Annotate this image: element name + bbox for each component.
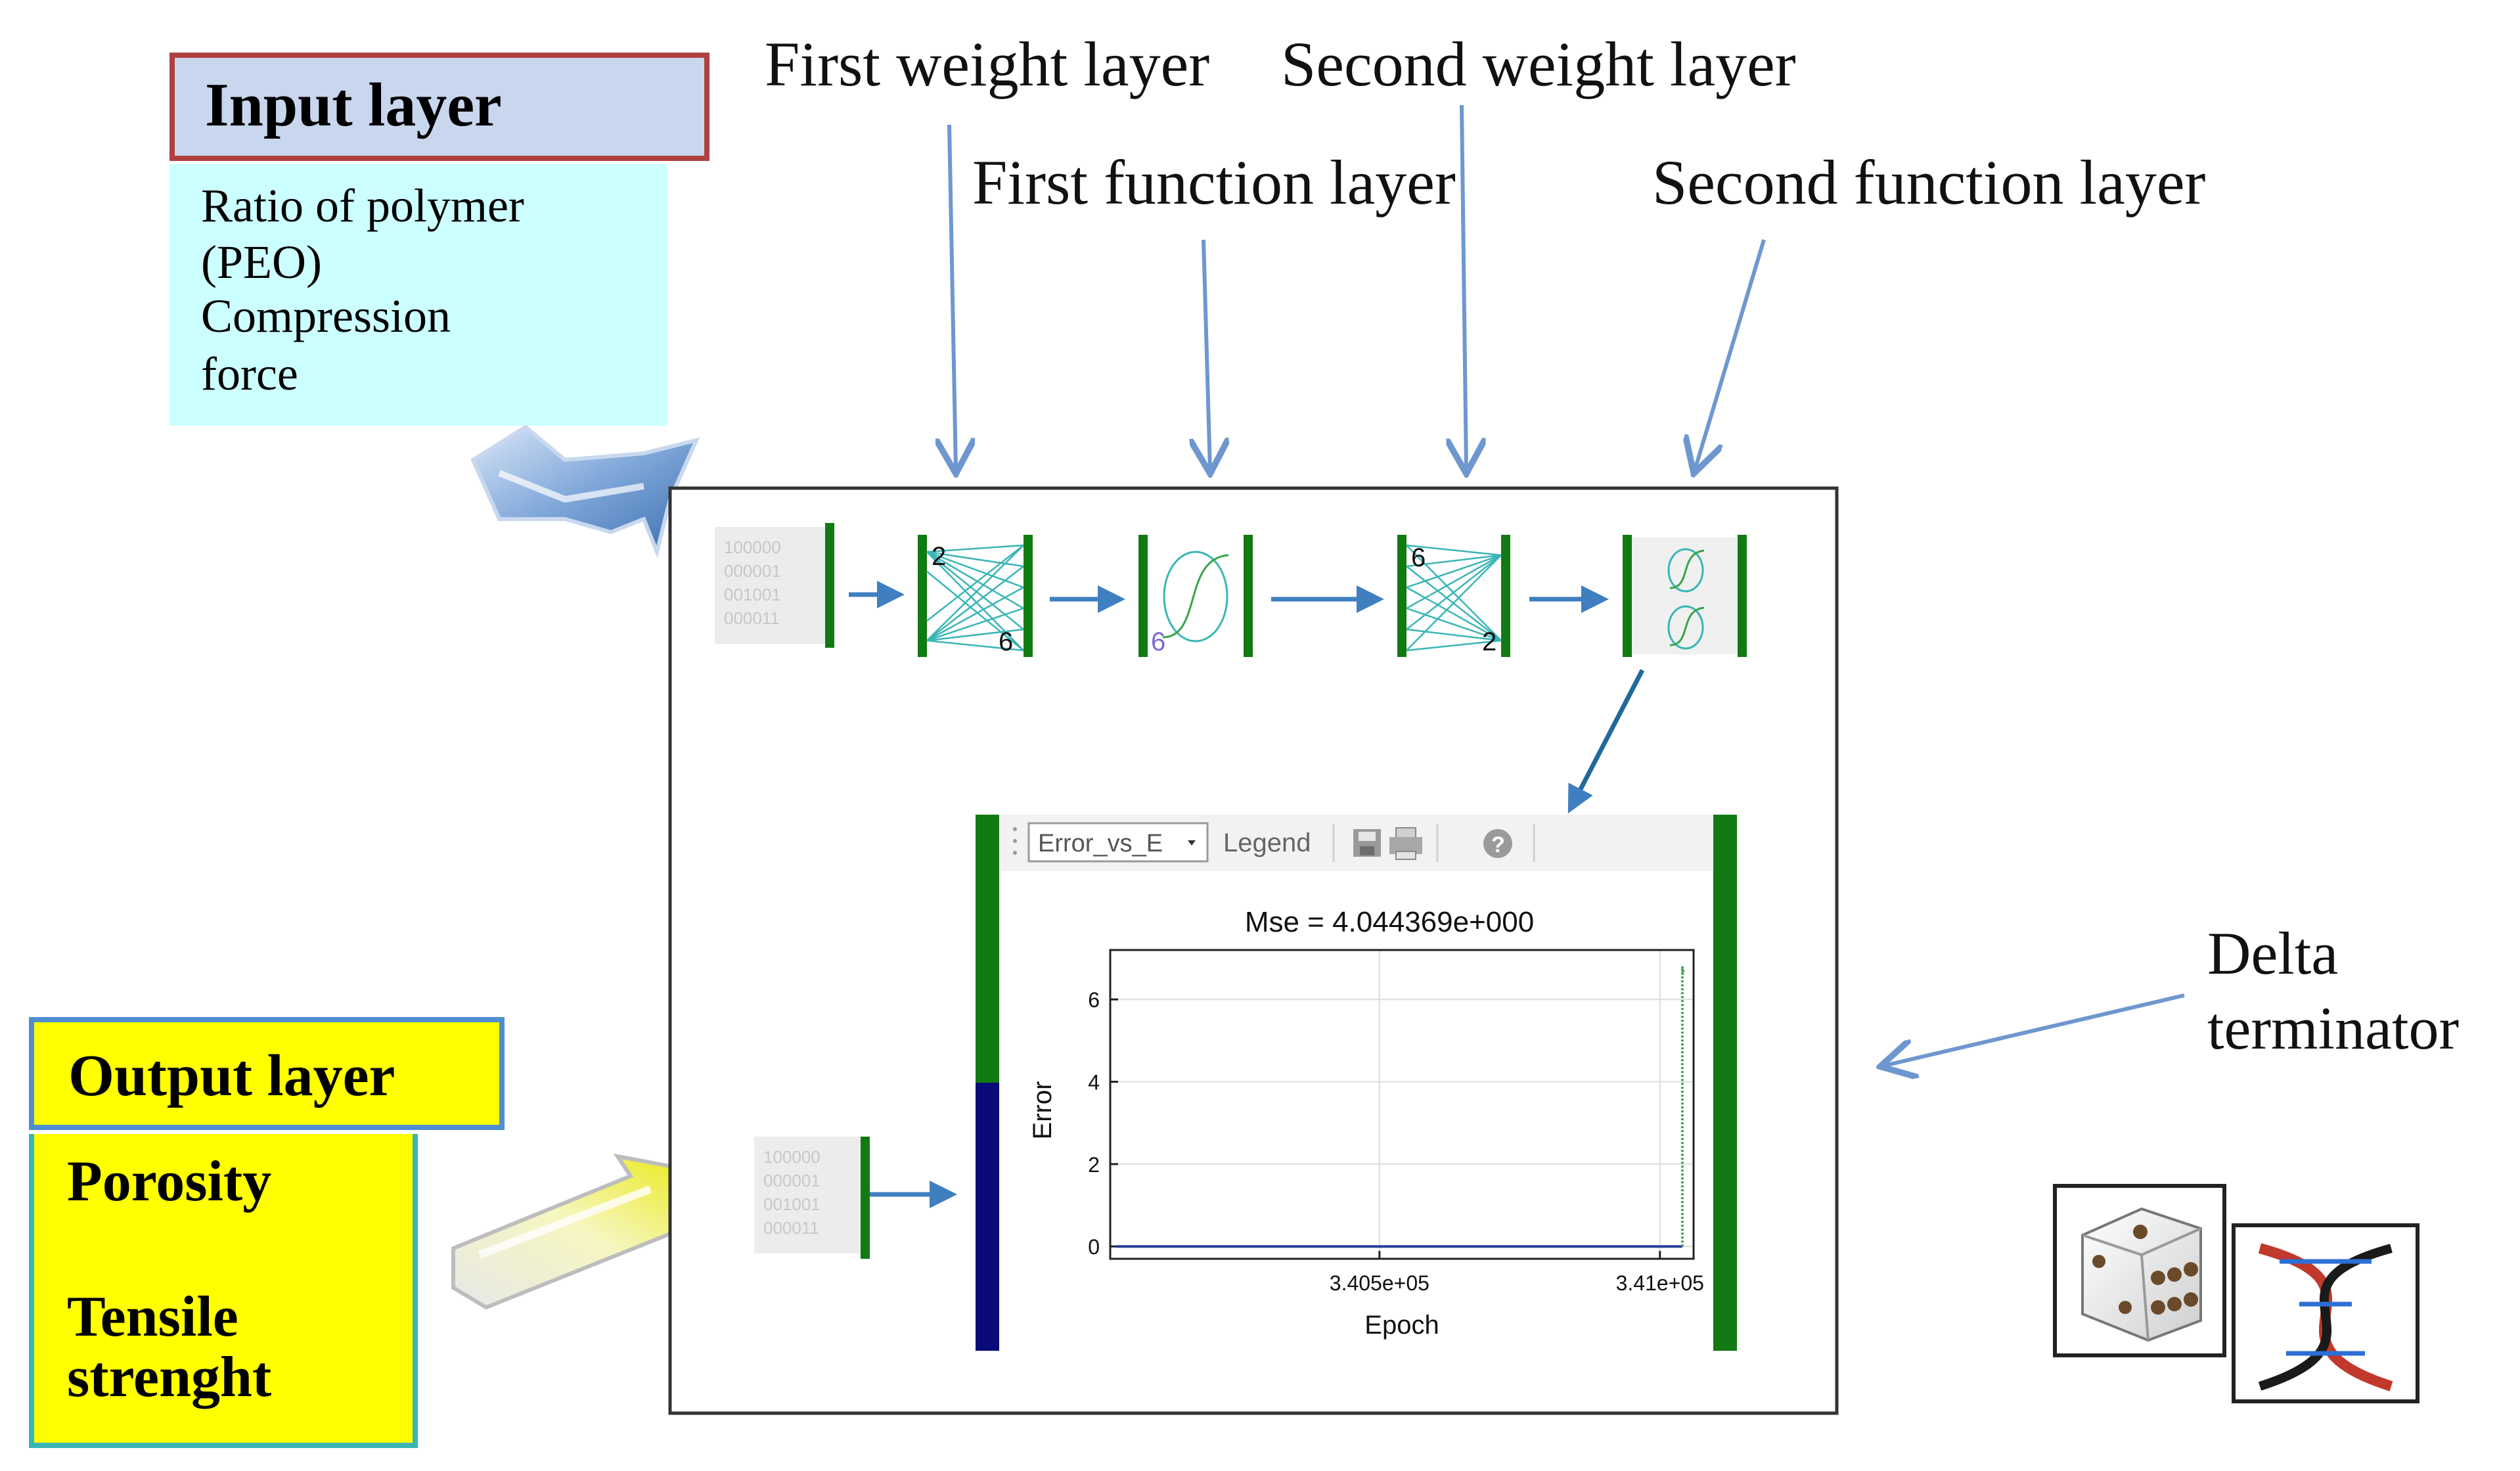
f2-circle-2 <box>1667 605 1704 650</box>
input-green-bar <box>825 523 834 648</box>
w1-output-count: 6 <box>999 627 1013 656</box>
output-layer-title-box: Output layer <box>29 1017 505 1130</box>
series-dropdown-value: Error_vs_E <box>1038 830 1163 857</box>
y-tick-label: 6 <box>1088 988 1100 1012</box>
x-axis-label: Epoch <box>1364 1311 1439 1340</box>
arrow-first-weight <box>949 124 956 470</box>
output-bits-row-4: 000011 <box>763 1218 819 1238</box>
w2-right-bar <box>1501 535 1510 657</box>
y-tick-label: 2 <box>1088 1153 1100 1177</box>
chevron-down-icon <box>1188 840 1196 846</box>
input-item-3: Compression <box>201 290 451 342</box>
y-axis-label: Error <box>1028 1081 1057 1140</box>
w1-left-bar <box>918 535 927 657</box>
series-line-2 <box>1680 966 1685 1247</box>
delta-label-line1: Delta <box>2207 920 2339 987</box>
toolbar-grip-icon <box>1013 827 1017 855</box>
second-weight-block: 6 2 <box>1397 535 1510 657</box>
input-bits-row-1: 100000 <box>724 537 781 557</box>
f1-circle <box>1163 551 1228 643</box>
x-tick-label: 3.405e+05 <box>1330 1271 1429 1295</box>
output-item-4: strenght <box>67 1346 272 1409</box>
first-weight-layer-label: First weight layer <box>765 29 1210 99</box>
output-layer-body: Porosity Tensile strenght <box>29 1134 418 1448</box>
input-flow-arrow-icon <box>470 424 700 558</box>
chart-series <box>1115 966 1685 1248</box>
output-bits-row-3: 001001 <box>763 1194 821 1214</box>
input-item-2: (PEO) <box>201 236 322 288</box>
plot-panel <box>1000 871 1713 1351</box>
first-function-layer-label: First function layer <box>972 147 1456 217</box>
input-bits-row-3: 001001 <box>724 585 781 604</box>
f2-circle-1 <box>1667 548 1704 593</box>
output-bits-row-1: 100000 <box>763 1147 821 1167</box>
w1-connections <box>926 544 1024 652</box>
output-layer-title: Output layer <box>68 1043 395 1108</box>
chart-title: Mse = 4.044369e+000 <box>1245 906 1534 938</box>
dna-helix-icon <box>2232 1223 2419 1403</box>
f1-left-bar <box>1138 535 1148 657</box>
w2-input-count: 6 <box>1411 543 1426 572</box>
input-item-1: Ratio of polymer <box>201 179 524 232</box>
y-tick-label: 4 <box>1088 1071 1100 1095</box>
f2-bg <box>1632 537 1738 654</box>
sigmoid-icon-2 <box>1669 606 1705 646</box>
second-function-block <box>1623 535 1747 657</box>
input-bits-block <box>715 527 826 644</box>
arrow-first-function <box>1204 239 1210 470</box>
flow-arrow-diag <box>1567 669 1645 814</box>
chart-ticks: 0 2 4 6 3.405e+05 3.41e+05 <box>1088 988 1704 1295</box>
first-function-block: 6 <box>1138 535 1253 657</box>
sigmoid-icon-1 <box>1669 549 1705 589</box>
delta-label-line2: terminator <box>2207 995 2460 1062</box>
f1-count: 6 <box>1151 627 1165 656</box>
input-layer-title-box: Input layer <box>169 53 709 161</box>
arrow-second-weight <box>1462 104 1466 470</box>
output-item-3: Tensile <box>67 1285 238 1349</box>
help-icon[interactable]: ? <box>1483 829 1512 858</box>
series-dropdown[interactable] <box>1027 822 1209 863</box>
delta-left-bar-navy <box>976 1083 999 1351</box>
svg-text:?: ? <box>1491 832 1505 857</box>
output-bits-block <box>754 1137 865 1254</box>
flow-arrows <box>849 581 1609 1208</box>
f2-right-bar <box>1738 535 1747 657</box>
y-tick-label: 0 <box>1088 1235 1100 1259</box>
pointer-arrows <box>949 104 2185 1066</box>
input-bits-text: 100000 000001 001001 000011 <box>724 537 781 628</box>
input-layer-title: Input layer <box>205 71 502 139</box>
w1-input-count: 2 <box>932 542 946 571</box>
print-icon[interactable] <box>1389 827 1422 860</box>
sigmoid-curve-icon <box>1162 554 1229 639</box>
output-bits-text: 100000 000001 001001 000011 <box>763 1147 821 1238</box>
w2-output-count: 2 <box>1482 627 1496 656</box>
output-green-bar <box>861 1137 870 1259</box>
delta-left-bar-green <box>976 815 999 1083</box>
f2-left-bar <box>1623 535 1632 657</box>
x-tick-label: 3.41e+05 <box>1616 1271 1704 1295</box>
arrow-second-function <box>1695 239 1766 470</box>
input-bits-row-2: 000001 <box>724 561 781 581</box>
arrow-delta-terminator <box>1884 993 2185 1066</box>
w2-left-bar <box>1397 535 1406 657</box>
output-item-1: Porosity <box>67 1150 272 1213</box>
legend-button[interactable]: Legend <box>1223 828 1311 857</box>
save-icon[interactable] <box>1353 829 1381 857</box>
w2-connections <box>1406 544 1502 652</box>
second-weight-layer-label: Second weight layer <box>1281 29 1796 99</box>
dice-icon <box>2053 1184 2226 1357</box>
w1-right-bar <box>1024 535 1033 657</box>
first-weight-block: 2 6 <box>918 535 1033 657</box>
plot-axes-box <box>1109 949 1695 1260</box>
second-function-layer-label: Second function layer <box>1652 147 2206 217</box>
output-bits-row-2: 000001 <box>763 1171 821 1190</box>
input-layer-body: Ratio of polymer (PEO) Compression force <box>169 164 667 426</box>
input-item-4: force <box>201 348 298 400</box>
input-bits-row-4: 000011 <box>724 608 780 628</box>
f1-right-bar <box>1244 535 1253 657</box>
delta-right-bar <box>1713 815 1737 1351</box>
